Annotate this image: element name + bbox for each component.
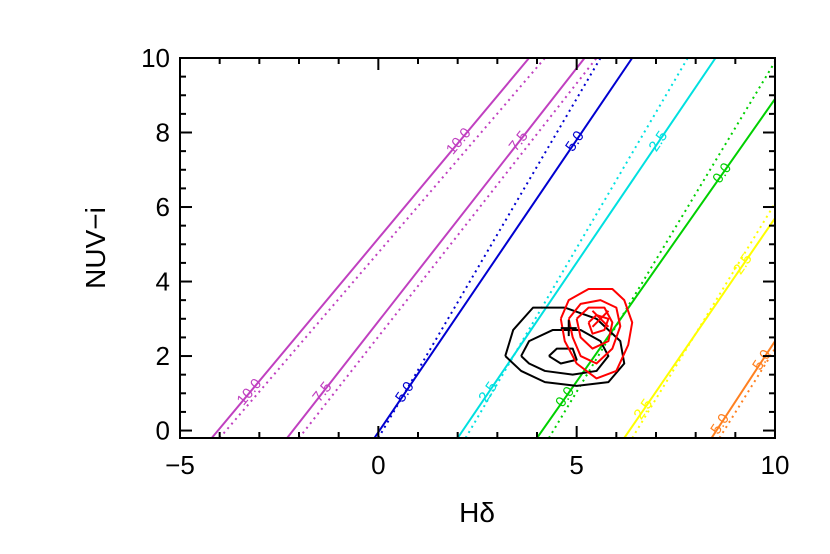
chart-contour-layer: [504, 287, 634, 387]
x-axis-title: Hδ: [459, 497, 495, 528]
line-label-6-0: 2.5: [475, 379, 501, 406]
marker-x-1: [591, 310, 610, 328]
y-tick-label: 6: [156, 192, 170, 222]
series-line-12-solid: [710, 340, 775, 438]
line-label-4-0: 5.0: [392, 379, 418, 406]
contour-4: [567, 299, 622, 365]
series-line-11-dotted: [631, 202, 775, 438]
x-tick-label: 5: [569, 450, 583, 480]
contour-3: [559, 287, 634, 380]
y-tick-label: 0: [156, 416, 170, 446]
contour-5: [575, 306, 614, 350]
series-line-3-dotted: [298, 58, 598, 438]
series-line-10-solid: [623, 217, 775, 438]
y-axis-title: NUV−i: [80, 207, 111, 289]
y-tick-label: 2: [156, 341, 170, 371]
x-tick-label: 0: [371, 450, 385, 480]
y-tick-label: 10: [141, 43, 170, 73]
y-tick-label: 8: [156, 118, 170, 148]
line-label-12-0: -5.0: [705, 411, 733, 442]
contour-2: [548, 347, 578, 365]
contour-1: [520, 328, 610, 376]
line-label-8-0: 0.0: [552, 384, 578, 411]
line-label-12-1: -5.0: [746, 347, 774, 378]
series-line-4-solid: [373, 58, 634, 438]
series-line-2-solid: [286, 58, 586, 438]
series-line-6-solid: [456, 58, 717, 438]
line-label-10-1: -2.5: [727, 251, 756, 282]
axis-ticks: −5 0 5 10 0 2 4 6 8 10: [141, 43, 789, 480]
series-line-8-solid: [536, 98, 775, 438]
line-label-6-1: 2.5: [645, 128, 671, 155]
chart-line-labels: 10.010.07.57.55.05.02.52.50.00.0-2.5-2.5…: [234, 125, 775, 442]
chart-series-layer: [210, 58, 775, 438]
series-line-0-solid: [210, 58, 530, 438]
contour-0: [504, 306, 626, 387]
series-line-7-dotted: [464, 58, 689, 438]
plot-frame: [179, 57, 776, 439]
x-tick-label: −5: [165, 450, 195, 480]
marker-plus-0: [560, 320, 577, 337]
line-label-4-1: 5.0: [562, 128, 588, 155]
y-tick-label: 4: [156, 267, 170, 297]
x-tick-label: 10: [761, 450, 790, 480]
line-label-10-0: -2.5: [628, 396, 657, 427]
series-line-5-dotted: [377, 58, 602, 438]
series-line-9-dotted: [548, 61, 775, 438]
